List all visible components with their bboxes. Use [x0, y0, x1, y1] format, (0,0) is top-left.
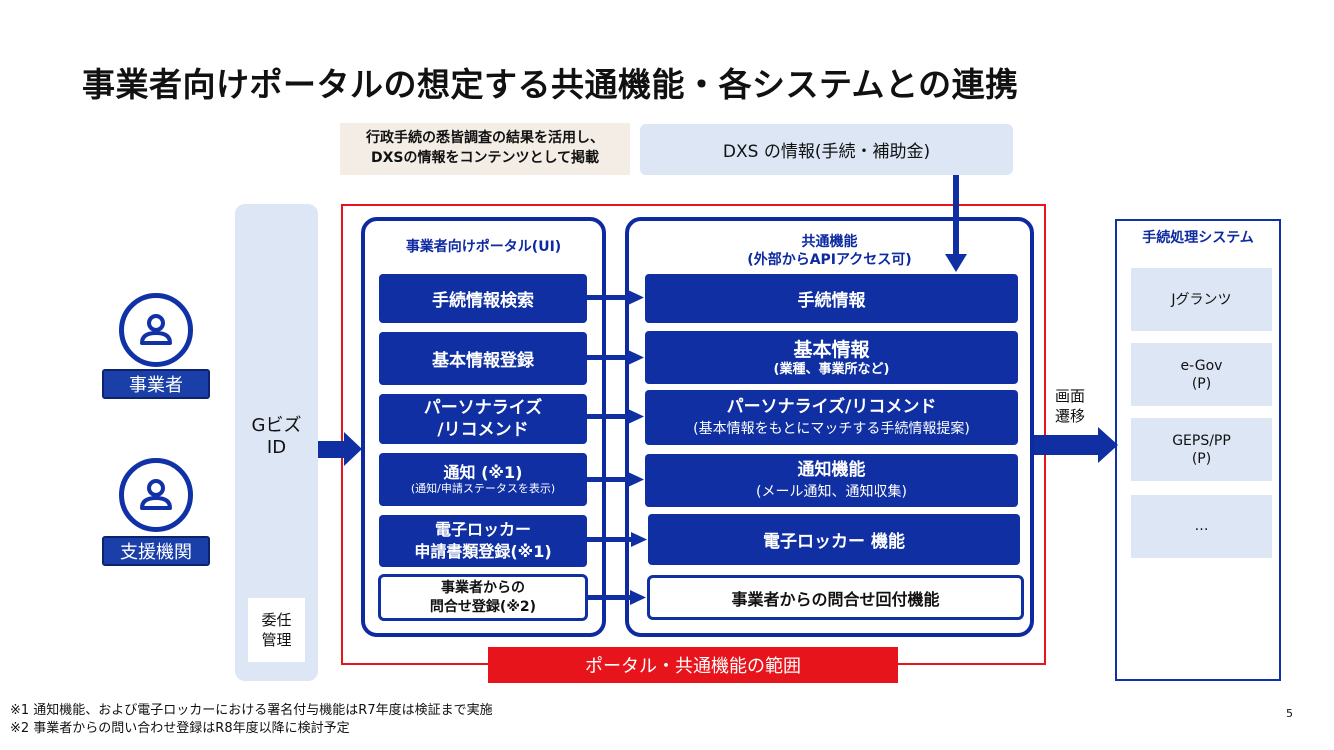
portal-item-label: 事業者からの — [441, 579, 525, 596]
common-item-label: パーソナライズ/リコメンド — [726, 396, 937, 417]
system-item-label: … — [1194, 518, 1209, 534]
footnote-1: ※1 通知機能、および電子ロッカーにおける署名付与機能はR7年度は検証まで実施 — [10, 703, 493, 718]
person-glyph — [140, 314, 172, 345]
common-item-sub: (メール通知、通知収集) — [756, 483, 907, 500]
portal-item-notification: 通知 (※1) (通知/申請ステータスを表示) — [379, 453, 587, 506]
common-item-procedure-info: 手続情報 — [645, 274, 1018, 323]
portal-item-label: 電子ロッカー — [434, 520, 531, 539]
dxs-down-arrow — [945, 175, 967, 272]
common-item-label: 手続情報 — [797, 291, 866, 311]
system-item-label-2: (P) — [1191, 375, 1212, 392]
system-item-more: … — [1131, 495, 1272, 558]
system-item-label: GEPS/PP — [1172, 432, 1231, 449]
note-line-1: 行政手続の悉皆調査の結果を活用し、 — [366, 130, 604, 146]
link-arrow — [587, 290, 644, 305]
common-item-label: 基本情報 — [793, 338, 870, 361]
common-item-label: 通知機能 — [797, 459, 866, 480]
common-item-inquiry: 事業者からの問合せ回付機能 — [647, 575, 1024, 620]
common-item-label: 事業者からの問合せ回付機能 — [731, 589, 940, 609]
system-item-label-2: (P) — [1191, 450, 1212, 467]
page-title: 事業者向けポータルの想定する共通機能・各システムとの連携 — [82, 65, 1019, 104]
common-item-label: 電子ロッカー 機能 — [763, 532, 905, 552]
gbiz-line-1: Gビズ — [251, 415, 302, 436]
common-item-locker: 電子ロッカー 機能 — [648, 514, 1020, 565]
page-number: 5 — [1286, 707, 1293, 720]
link-arrow — [587, 472, 644, 487]
portal-item-label-2: 申請書類登録(※1) — [414, 542, 552, 561]
gbiz-id-label: Gビズ ID — [235, 415, 318, 459]
portal-item-inquiry: 事業者からの 問合せ登録(※2) — [378, 574, 588, 621]
scope-label: ポータル・共通機能の範囲 — [488, 647, 898, 683]
footnote-2: ※2 事業者からの問い合わせ登録はR8年度以降に検討予定 — [10, 721, 350, 736]
systems-title: 手続処理システム — [1142, 230, 1254, 246]
portal-item-label: 手続情報検索 — [432, 291, 534, 311]
system-item-geps: GEPS/PP (P) — [1131, 418, 1272, 481]
portal-item-sub: (通知/申請ステータスを表示) — [410, 482, 556, 495]
delegation-box: 委任 管理 — [248, 598, 305, 662]
actor-label-business: 事業者 — [102, 369, 210, 399]
common-item-sub: (業種、事業所など) — [773, 361, 890, 377]
transition-line-2: 遷移 — [1054, 407, 1085, 425]
common-title: 共通機能 (外部からAPIアクセス可) — [629, 233, 1030, 269]
dxs-info-box: DXS の情報(手続・補助金) — [640, 124, 1013, 175]
delegation-line-1: 委任 — [261, 611, 292, 629]
portal-item-basic-info: 基本情報登録 — [379, 332, 587, 385]
transition-line-1: 画面 — [1054, 387, 1085, 405]
common-item-notification: 通知機能 (メール通知、通知収集) — [645, 454, 1018, 507]
actor-label-support: 支援機関 — [102, 536, 210, 566]
system-item-jgrants: Jグランツ — [1131, 268, 1272, 331]
link-arrow — [588, 590, 646, 605]
common-title-line-2: (外部からAPIアクセス可) — [747, 252, 912, 268]
system-item-label: e-Gov — [1180, 357, 1223, 374]
link-arrow — [587, 532, 647, 547]
portal-item-label: 通知 (※1) — [443, 463, 523, 482]
link-arrow — [587, 409, 644, 424]
common-item-sub: (基本情報をもとにマッチする手続情報提案) — [693, 420, 970, 437]
link-arrow — [587, 350, 644, 365]
portal-item-label: パーソナライズ — [423, 398, 543, 418]
system-item-label: Jグランツ — [1171, 291, 1232, 308]
note-line-2: DXSの情報をコンテンツとして掲載 — [370, 150, 600, 166]
screen-transition-arrow — [1034, 427, 1118, 463]
note-box: 行政手続の悉皆調査の結果を活用し、 DXSの情報をコンテンツとして掲載 — [340, 123, 630, 175]
transition-label: 画面 遷移 — [1052, 386, 1088, 426]
common-item-basic-info: 基本情報 (業種、事業所など) — [645, 331, 1018, 384]
gbiz-to-portal-arrow — [318, 432, 362, 466]
portal-item-label-2: /リコメンド — [437, 420, 529, 440]
common-title-line-1: 共通機能 — [801, 234, 858, 250]
person-icon — [119, 458, 193, 532]
portal-item-locker: 電子ロッカー 申請書類登録(※1) — [379, 515, 587, 567]
delegation-line-2: 管理 — [261, 631, 292, 649]
person-glyph — [140, 479, 172, 510]
portal-item-personalize: パーソナライズ /リコメンド — [379, 394, 587, 444]
gbiz-line-2: ID — [266, 437, 287, 458]
portal-item-label-2: 問合せ登録(※2) — [429, 598, 537, 615]
system-item-egov: e-Gov (P) — [1131, 343, 1272, 406]
portal-item-procedure-search: 手続情報検索 — [379, 274, 587, 323]
common-item-personalize: パーソナライズ/リコメンド (基本情報をもとにマッチする手続情報提案) — [645, 390, 1018, 445]
person-icon — [119, 293, 193, 367]
portal-item-label: 基本情報登録 — [432, 351, 534, 371]
portal-title: 事業者向けポータル(UI) — [405, 239, 562, 255]
